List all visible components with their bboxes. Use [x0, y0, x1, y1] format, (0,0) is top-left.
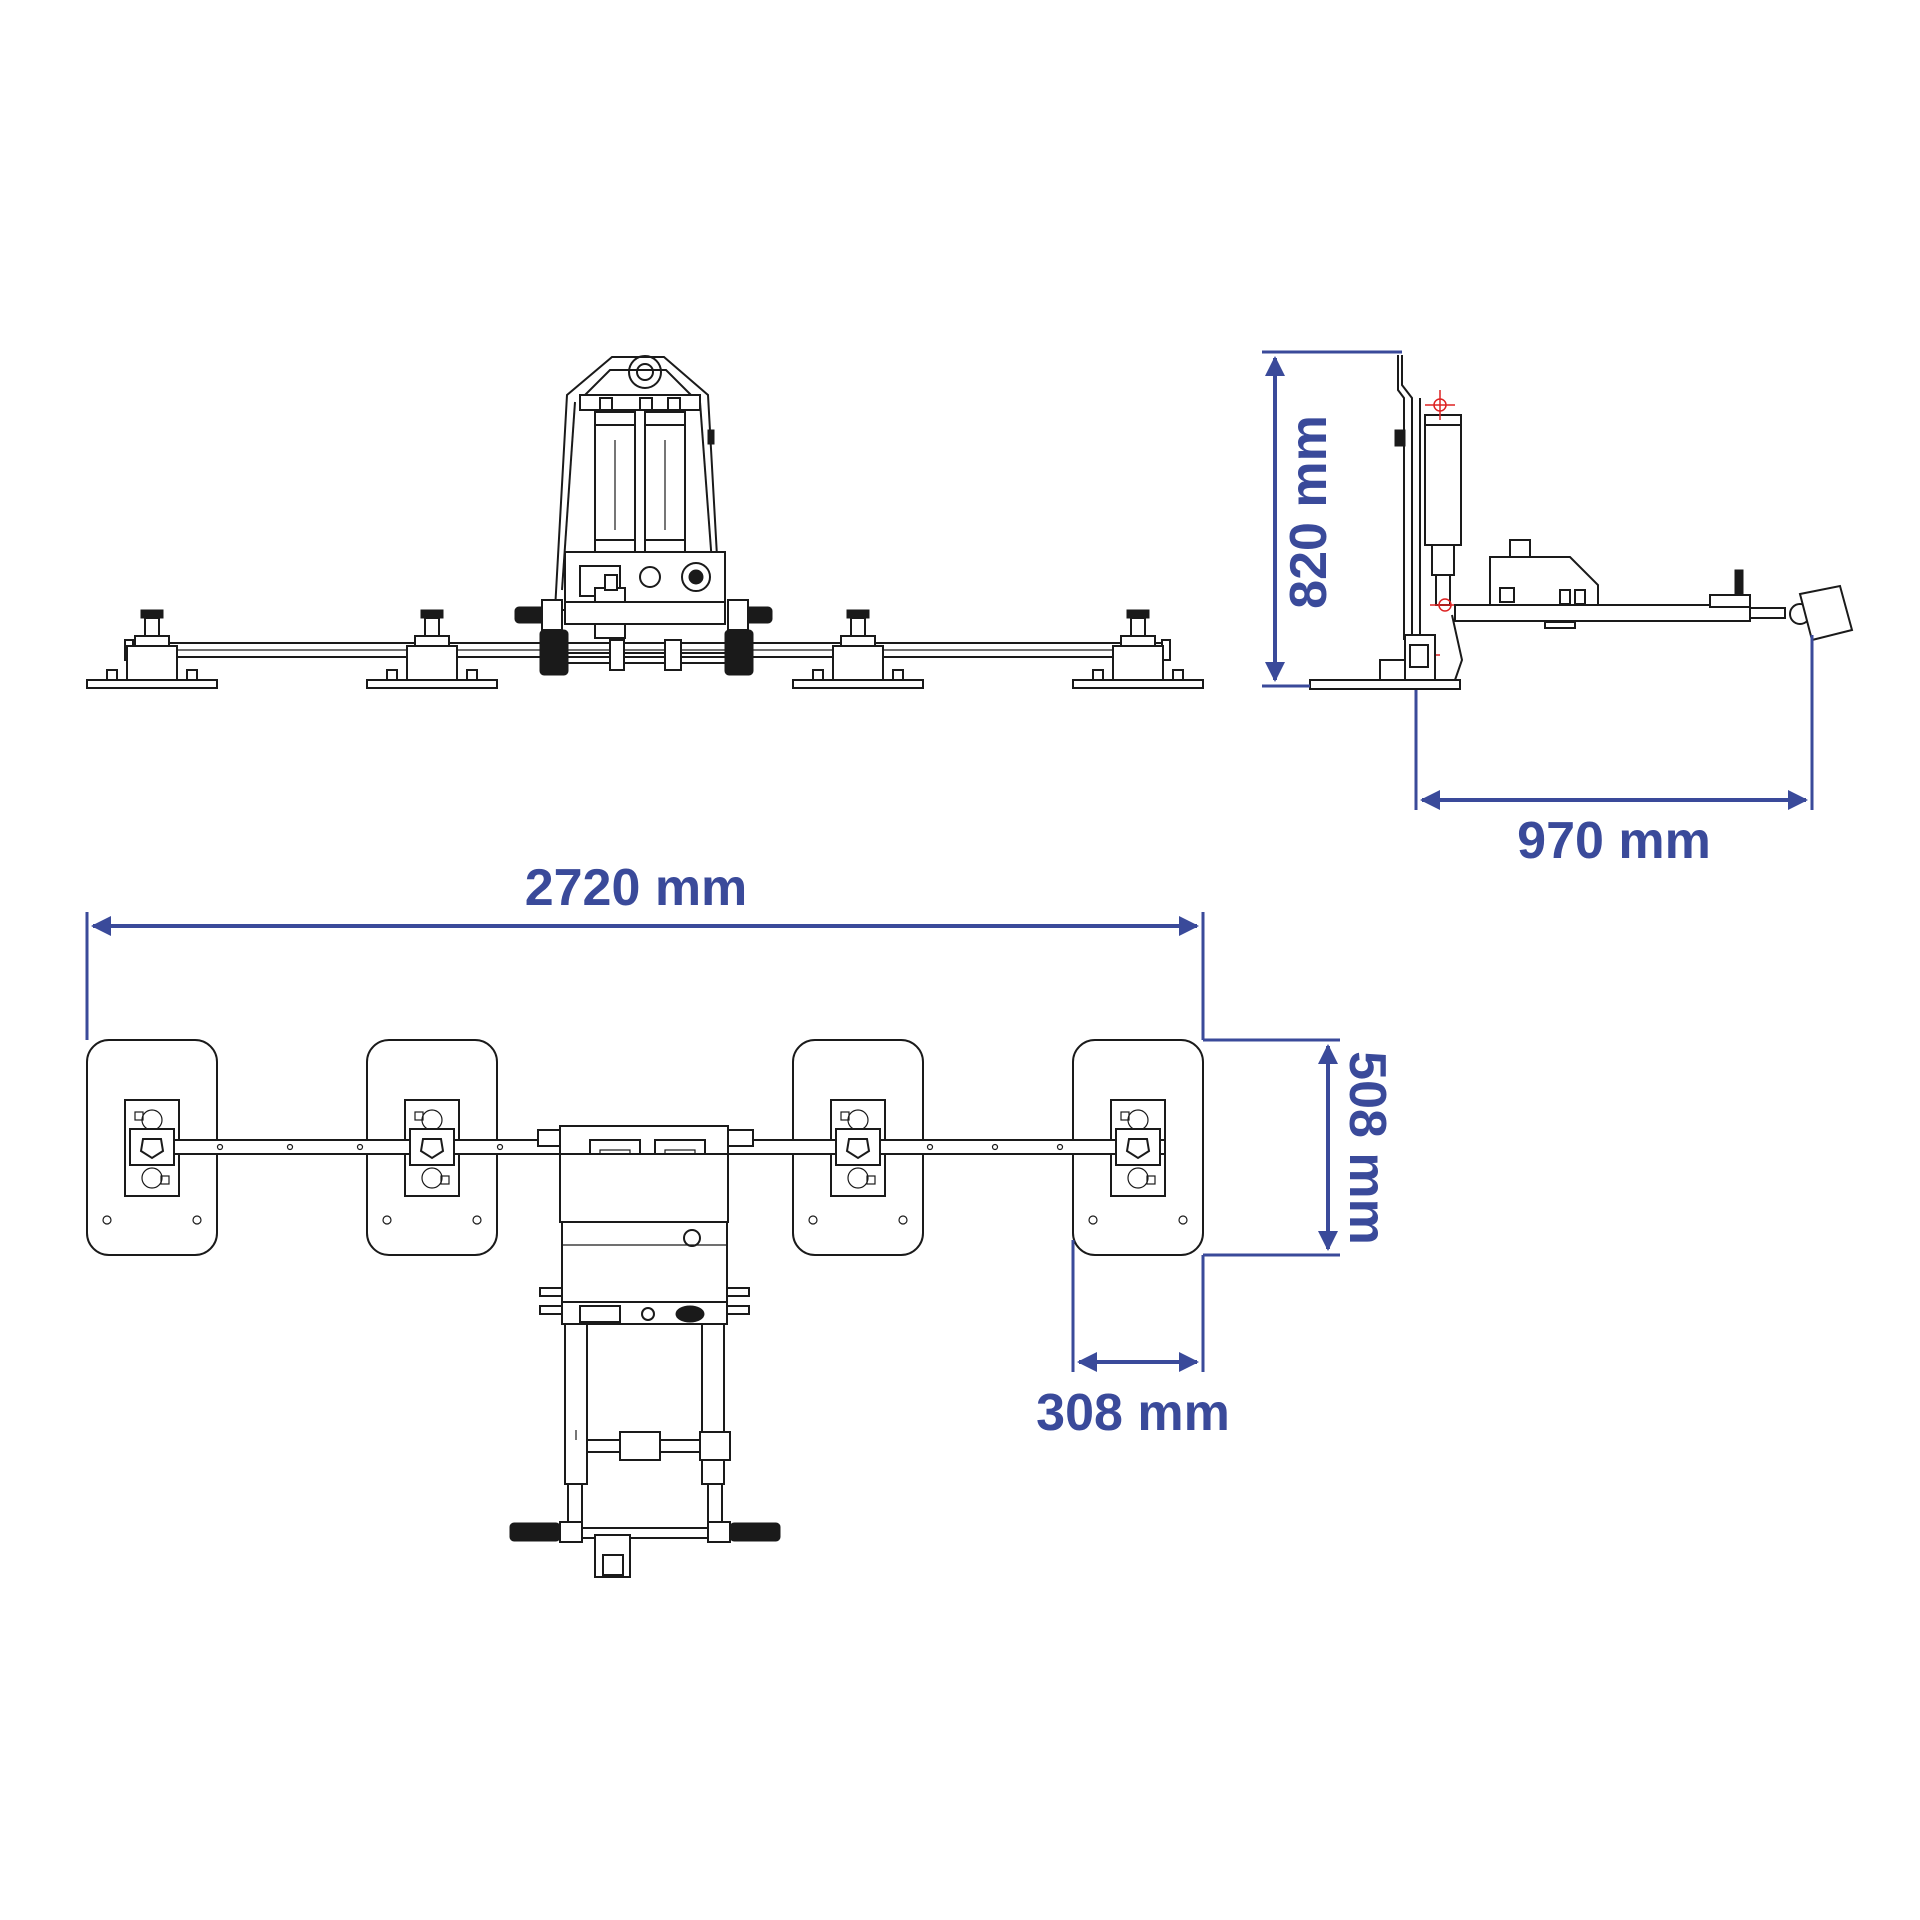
- dimension-pad-width-label: 308 mm: [1036, 1384, 1230, 1442]
- side-view: [1309, 355, 1854, 690]
- front-view: [86, 355, 1204, 689]
- dimension-height-label: 820 mm: [1280, 415, 1338, 609]
- dimension-length-label: 2720 mm: [525, 859, 748, 917]
- dimension-length: 2720 mm: [85, 859, 1205, 1040]
- dimension-pad-length: 508 mm: [1203, 1038, 1396, 1257]
- dimension-depth: 970 mm: [1414, 635, 1814, 870]
- dimension-height: 820 mm: [1262, 350, 1402, 688]
- dimension-pad-length-label: 508 mm: [1338, 1051, 1396, 1245]
- right-handle: [729, 1522, 781, 1542]
- dimension-pad-width: 308 mm: [1036, 1240, 1230, 1442]
- left-handle: [509, 1522, 561, 1542]
- top-view: [86, 1039, 1204, 1578]
- front-view-center-frame: [514, 355, 773, 676]
- dimension-depth-label: 970 mm: [1517, 812, 1711, 870]
